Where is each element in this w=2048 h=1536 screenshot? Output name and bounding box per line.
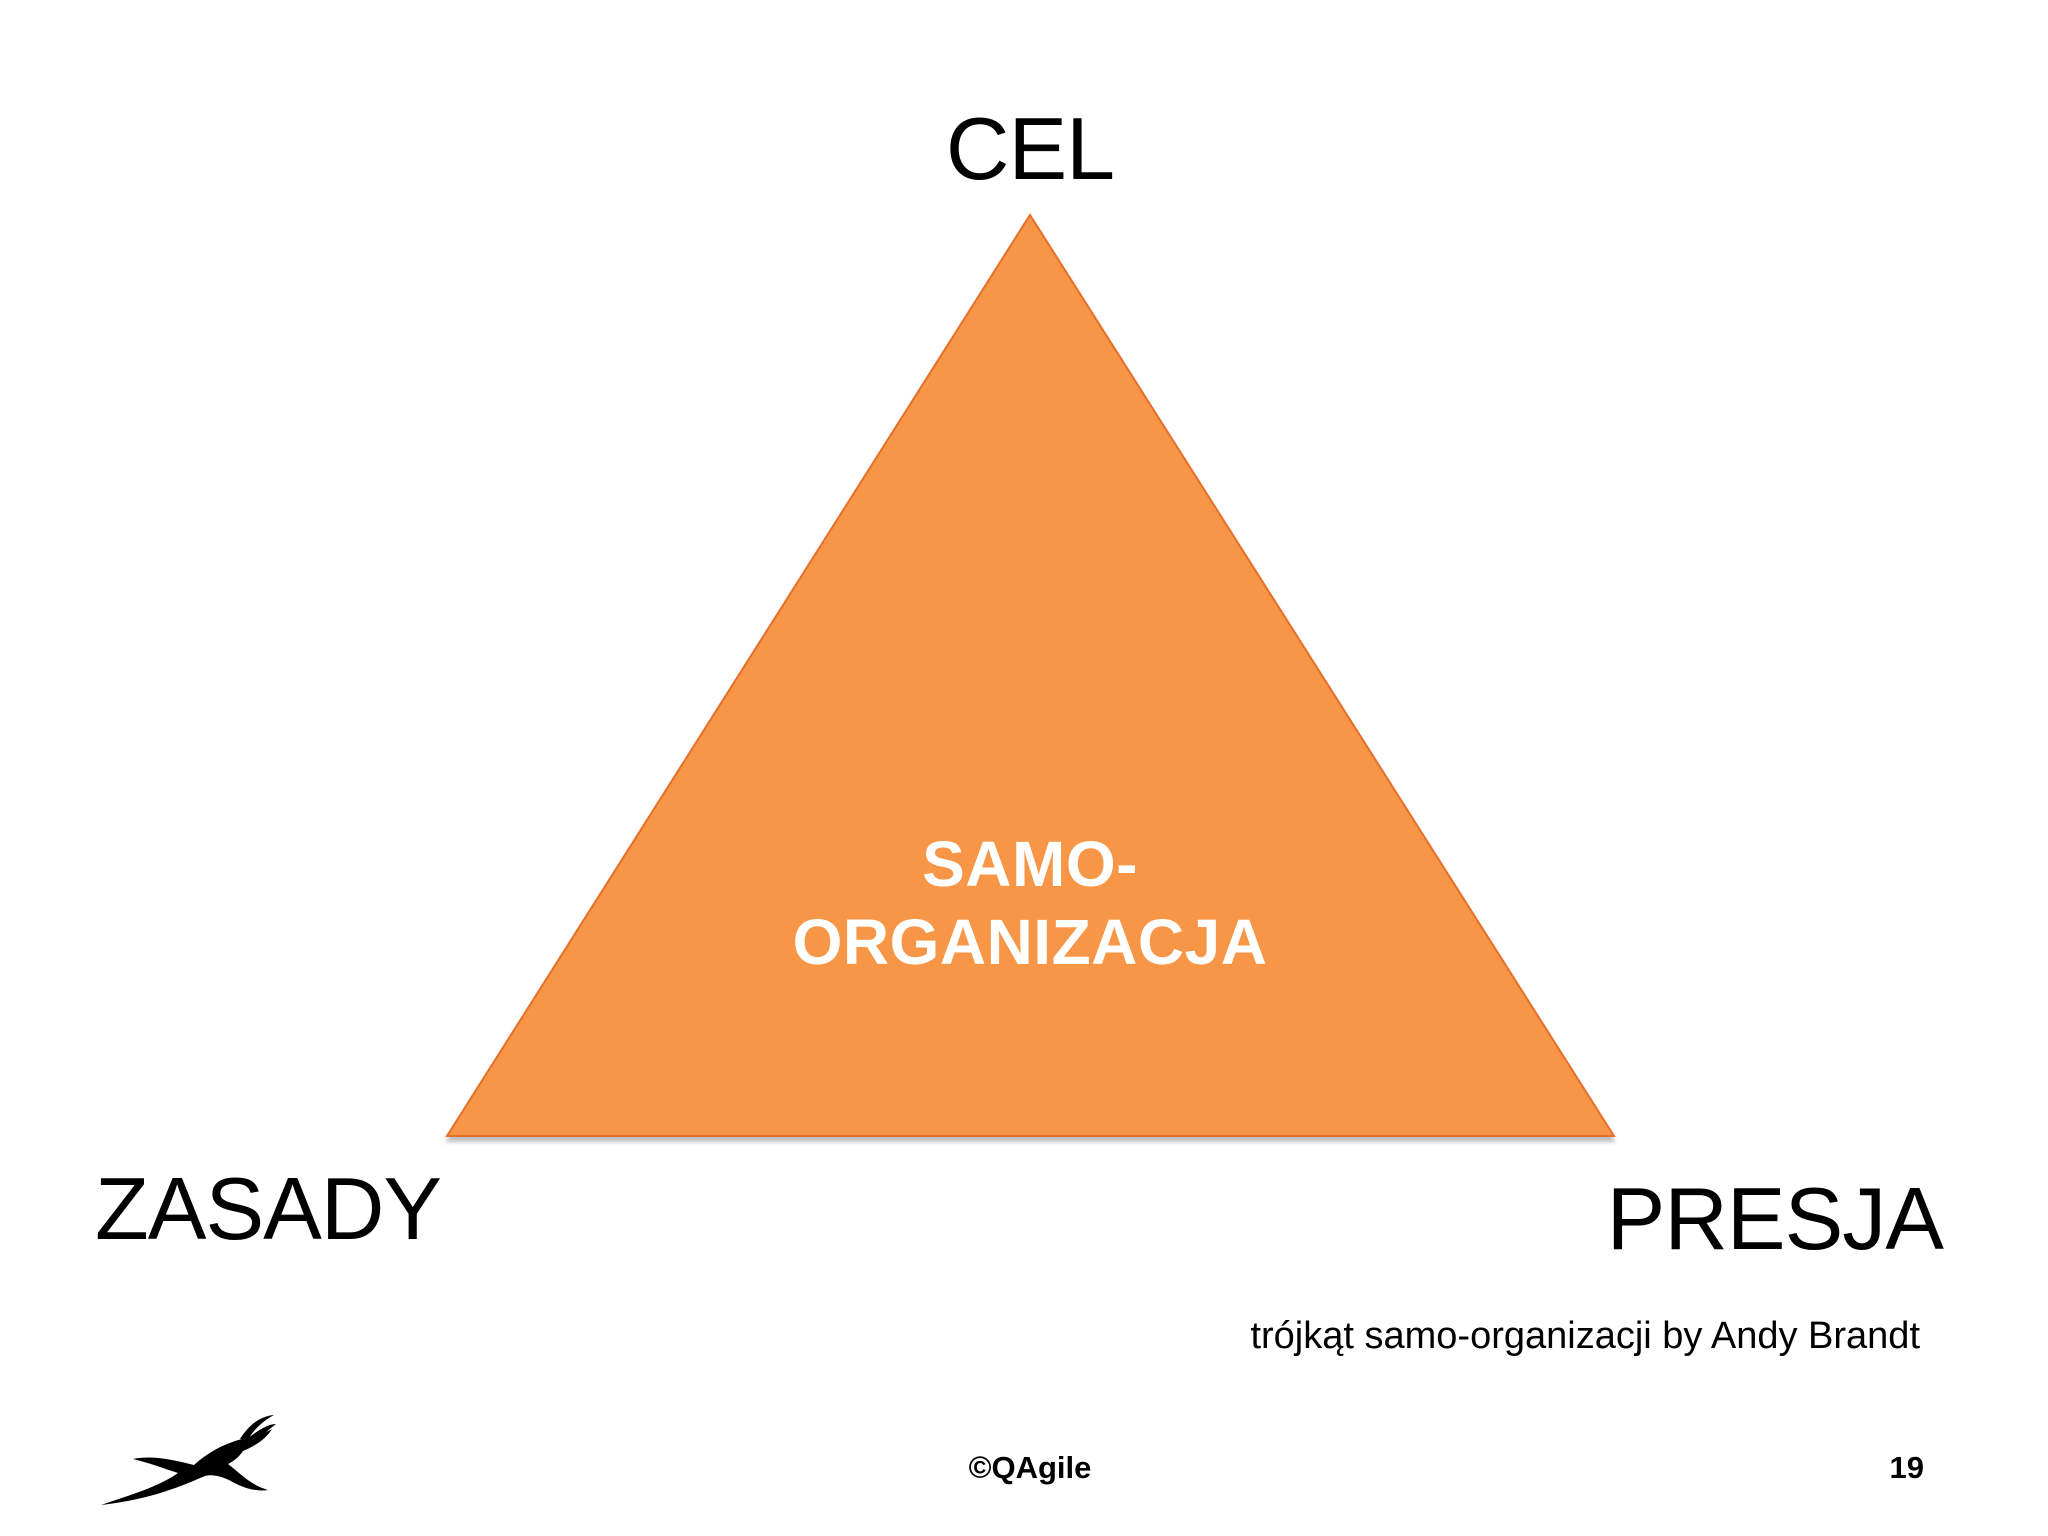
leaping-antelope-icon — [101, 1415, 276, 1505]
pressure-label: PRESJA — [1606, 1169, 1944, 1268]
center-label-line-1: SAMO- — [922, 828, 1138, 900]
rules-label: ZASADY — [95, 1159, 442, 1258]
copyright-label: ©QAgile — [968, 1450, 1092, 1485]
self-organization-triangle — [445, 213, 1616, 1137]
center-label-line-2: ORGANIZACJA — [792, 906, 1268, 979]
attribution-text: trójkąt samo-organizacji by Andy Brandt — [1250, 1315, 1920, 1357]
goal-label: CEL — [945, 99, 1115, 198]
page-number: 19 — [1889, 1450, 1924, 1485]
self-organization-center-label: SAMO- ORGANIZACJA — [730, 825, 1330, 981]
